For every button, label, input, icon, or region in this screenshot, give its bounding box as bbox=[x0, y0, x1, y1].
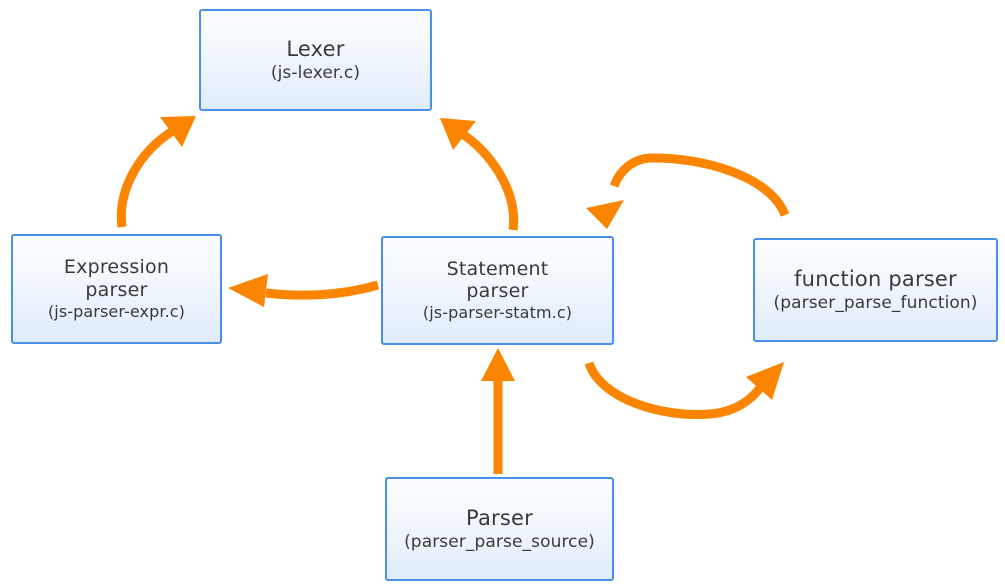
node-parser-title: Parser bbox=[466, 505, 533, 530]
node-parser[interactable]: Parser (parser_parse_source) bbox=[385, 477, 614, 581]
edge-statement-parser-to-lexer bbox=[440, 118, 519, 231]
node-statement-parser-subtitle: (js-parser-statm.c) bbox=[422, 303, 573, 323]
node-statement-parser[interactable]: Statement parser (js-parser-statm.c) bbox=[381, 236, 614, 345]
edge-parser-to-statement-parser bbox=[481, 348, 515, 474]
node-expression-parser-title: Expression parser bbox=[63, 256, 170, 301]
node-function-parser[interactable]: function parser (parser_parse_function) bbox=[753, 238, 998, 342]
node-parser-subtitle: (parser_parse_source) bbox=[404, 532, 595, 553]
edge-expression-parser-to-lexer bbox=[116, 116, 196, 228]
node-statement-parser-title: Statement parser bbox=[446, 257, 549, 303]
node-expression-parser-subtitle: (js-parser-expr.c) bbox=[47, 301, 186, 321]
node-lexer[interactable]: Lexer (js-lexer.c) bbox=[199, 9, 432, 111]
edge-statement-parser-to-function-parser bbox=[584, 361, 784, 419]
node-lexer-title: Lexer bbox=[286, 36, 345, 61]
node-expression-parser[interactable]: Expression parser (js-parser-expr.c) bbox=[11, 234, 222, 344]
edge-statement-parser-to-expression-parser bbox=[228, 274, 380, 307]
node-lexer-subtitle: (js-lexer.c) bbox=[270, 63, 361, 84]
node-function-parser-title: function parser bbox=[794, 266, 957, 291]
edge-function-parser-to-statement-parser bbox=[586, 153, 790, 229]
node-function-parser-subtitle: (parser_parse_function) bbox=[773, 293, 978, 314]
